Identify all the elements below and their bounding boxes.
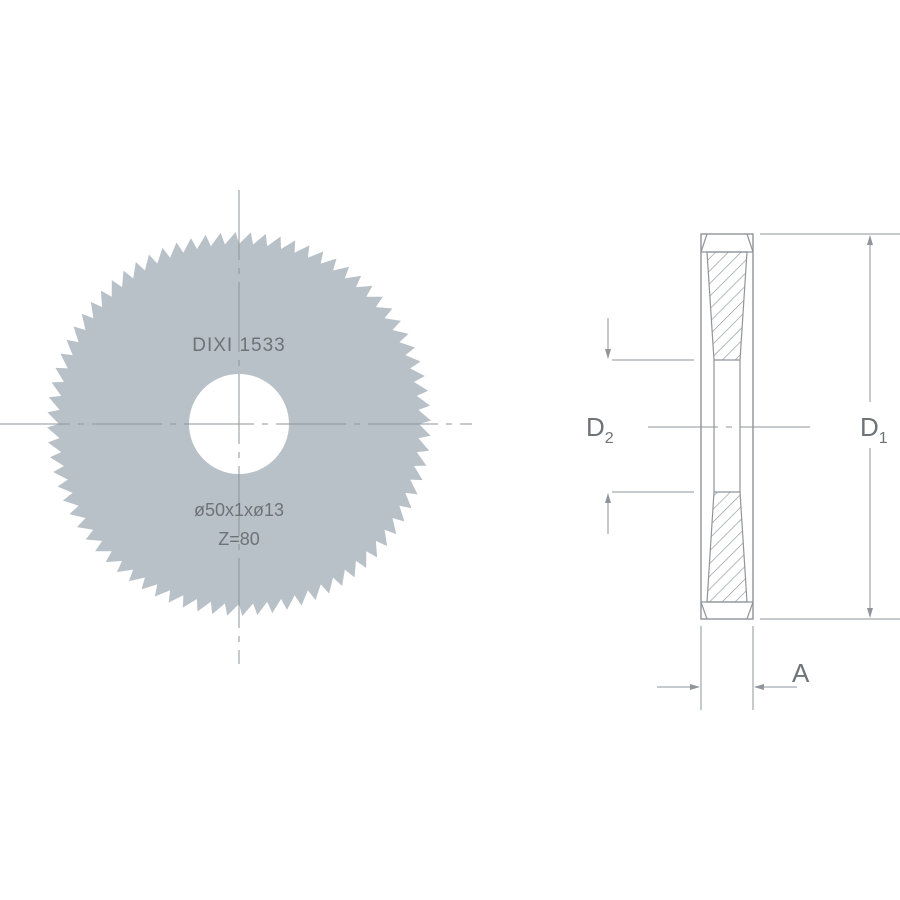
d1-label-background [852, 402, 890, 448]
a-label: A [792, 658, 810, 688]
front-view: DIXI 1533 ø50x1xø13 Z=80 [0, 190, 472, 664]
saw-blade-body [47, 232, 431, 616]
blade-model-label: DIXI 1533 [192, 335, 286, 356]
lower-hatched-section [706, 491, 748, 603]
blade-teeth-label: Z=80 [218, 529, 260, 549]
top-left-chamfer [700, 233, 708, 253]
section-view: D1 D2 A [586, 233, 900, 710]
bottom-right-chamfer [746, 601, 754, 620]
bottom-left-chamfer [700, 601, 708, 620]
d2-label: D2 [586, 412, 614, 447]
upper-hatched-section [706, 251, 748, 361]
blade-dimensions-label: ø50x1xø13 [194, 500, 284, 520]
d1-label: D1 [860, 412, 888, 447]
top-right-chamfer [746, 233, 754, 253]
